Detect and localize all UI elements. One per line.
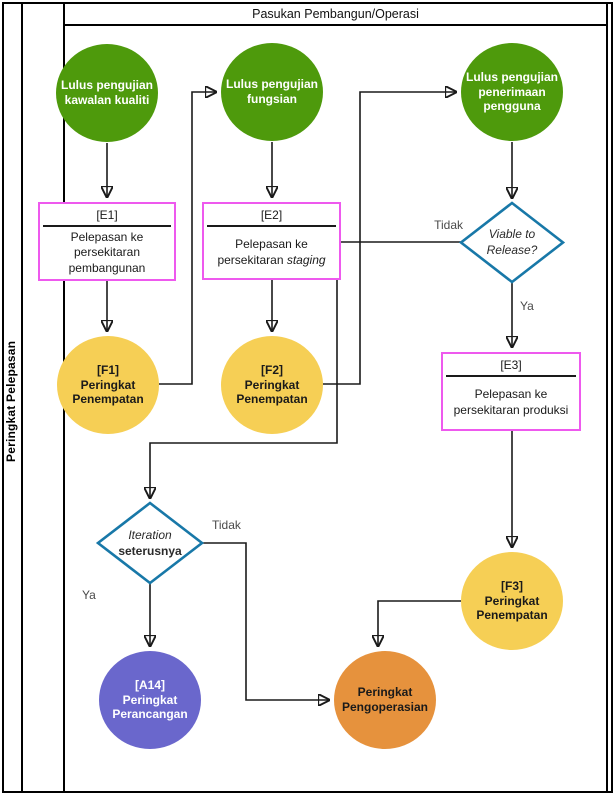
edge-label-viable-yes: Ya (520, 299, 534, 313)
node-release-staging-id: [E2] (260, 207, 283, 222)
divider (207, 225, 336, 227)
decision-iteration-label: Iteration seterusnya (118, 528, 182, 558)
node-release-production-id: [E3] (500, 357, 522, 372)
node-functional-test: Lulus pengujian fungsian (221, 43, 323, 141)
sidebar-lane-divider (21, 2, 23, 791)
node-release-staging: [E2] Pelepasan ke persekitaran staging (202, 202, 341, 280)
node-planning-a14-label: [A14] Peringkat Perancangan (112, 678, 188, 722)
edge-viable-no-to-iteration (150, 241, 461, 498)
edge-iteration-no-to-operations (202, 542, 329, 700)
edge-f1-to-functional (159, 92, 216, 385)
node-deployment-f2-label: [F2] Peringkat Penempatan (236, 363, 308, 407)
divider (43, 225, 171, 227)
lane-header-title: Pasukan Pembangun/Operasi (252, 7, 419, 21)
node-functional-test-label: Lulus pengujian fungsian (226, 77, 318, 106)
node-operations: Peringkat Pengoperasian (334, 651, 436, 749)
lane-header: Pasukan Pembangun/Operasi (63, 2, 608, 26)
node-qc-test: Lulus pengujian kawalan kualiti (56, 44, 158, 142)
decision-iteration-shape (95, 501, 205, 585)
node-user-acceptance-test-label: Lulus pengujian penerimaan pengguna (466, 70, 558, 114)
divider (446, 375, 576, 377)
node-release-production: [E3] Pelepasan ke persekitaran produksi (441, 352, 581, 431)
node-release-dev-label: Pelepasan ke persekitaran pembangunan (68, 229, 146, 275)
node-deployment-f1: [F1] Peringkat Penempatan (57, 336, 159, 434)
edge-label-iteration-yes: Ya (82, 588, 96, 602)
node-release-dev-id: [E1] (96, 207, 118, 222)
node-qc-test-label: Lulus pengujian kawalan kualiti (61, 78, 153, 107)
node-deployment-f3-label: [F3] Peringkat Penempatan (476, 579, 548, 623)
node-deployment-f1-label: [F1] Peringkat Penempatan (72, 363, 144, 407)
decision-viable-shape (458, 201, 566, 284)
edge-f2-to-uat (323, 92, 456, 385)
node-operations-label: Peringkat Pengoperasian (341, 685, 429, 714)
node-release-production-label: Pelepasan ke persekitaran produksi (453, 387, 569, 417)
decision-viable-label: Viable to Release? (486, 227, 538, 257)
node-deployment-f2: [F2] Peringkat Penempatan (221, 336, 323, 434)
node-user-acceptance-test: Lulus pengujian penerimaan pengguna (461, 43, 563, 141)
node-release-dev: [E1] Pelepasan ke persekitaran pembangun… (38, 202, 176, 281)
node-planning-a14: [A14] Peringkat Perancangan (99, 651, 201, 749)
edge-f3-to-operations (378, 600, 461, 646)
edge-label-iteration-no: Tidak (212, 518, 241, 532)
node-deployment-f3: [F3] Peringkat Penempatan (461, 552, 563, 650)
node-release-staging-label: Pelepasan ke persekitaran staging (217, 236, 326, 267)
edge-label-viable-no: Tidak (434, 218, 463, 232)
